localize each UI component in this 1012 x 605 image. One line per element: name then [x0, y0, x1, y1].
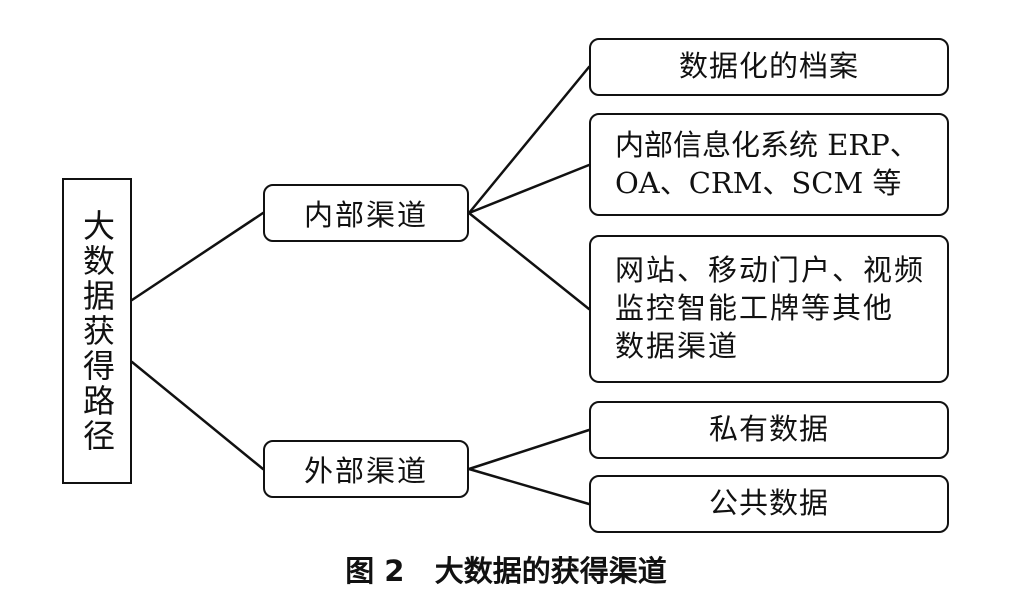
branch-node-external-label: 外部渠道	[303, 454, 428, 488]
leaf-node-public-data: 公共数据	[589, 475, 949, 533]
leaf-node-digitized-archives: 数据化的档案	[589, 38, 949, 96]
connector-root-to-internal	[130, 211, 265, 302]
connector-internal-to-info-systems	[467, 163, 591, 215]
leaf-node-label: 内部信息化系统 ERP、 OA、CRM、SCM 等	[615, 127, 919, 200]
connector-external-to-public-data	[467, 467, 591, 506]
connector-internal-to-archives	[467, 65, 591, 215]
leaf-node-label: 网站、移动门户、视频 监控智能工牌等其他 数据渠道	[615, 253, 926, 363]
root-node-label: 大数据获得路径	[78, 208, 116, 454]
branch-node-external: 外部渠道	[263, 440, 469, 498]
leaf-node-label: 公共数据	[708, 486, 829, 521]
leaf-node-other-channels: 网站、移动门户、视频 监控智能工牌等其他 数据渠道	[589, 235, 949, 383]
branch-node-internal-label: 内部渠道	[303, 198, 428, 232]
branch-node-internal: 内部渠道	[263, 184, 469, 242]
connector-internal-to-other-channels	[467, 211, 591, 311]
leaf-node-label: 数据化的档案	[678, 49, 859, 84]
connector-root-to-external	[130, 360, 265, 471]
figure-caption: 图 2 大数据的获得渠道	[345, 554, 667, 588]
root-node: 大数据获得路径	[62, 178, 132, 484]
leaf-node-info-systems: 内部信息化系统 ERP、 OA、CRM、SCM 等	[589, 113, 949, 216]
connector-external-to-private-data	[467, 428, 591, 471]
leaf-node-label: 私有数据	[708, 412, 829, 447]
leaf-node-private-data: 私有数据	[589, 401, 949, 459]
